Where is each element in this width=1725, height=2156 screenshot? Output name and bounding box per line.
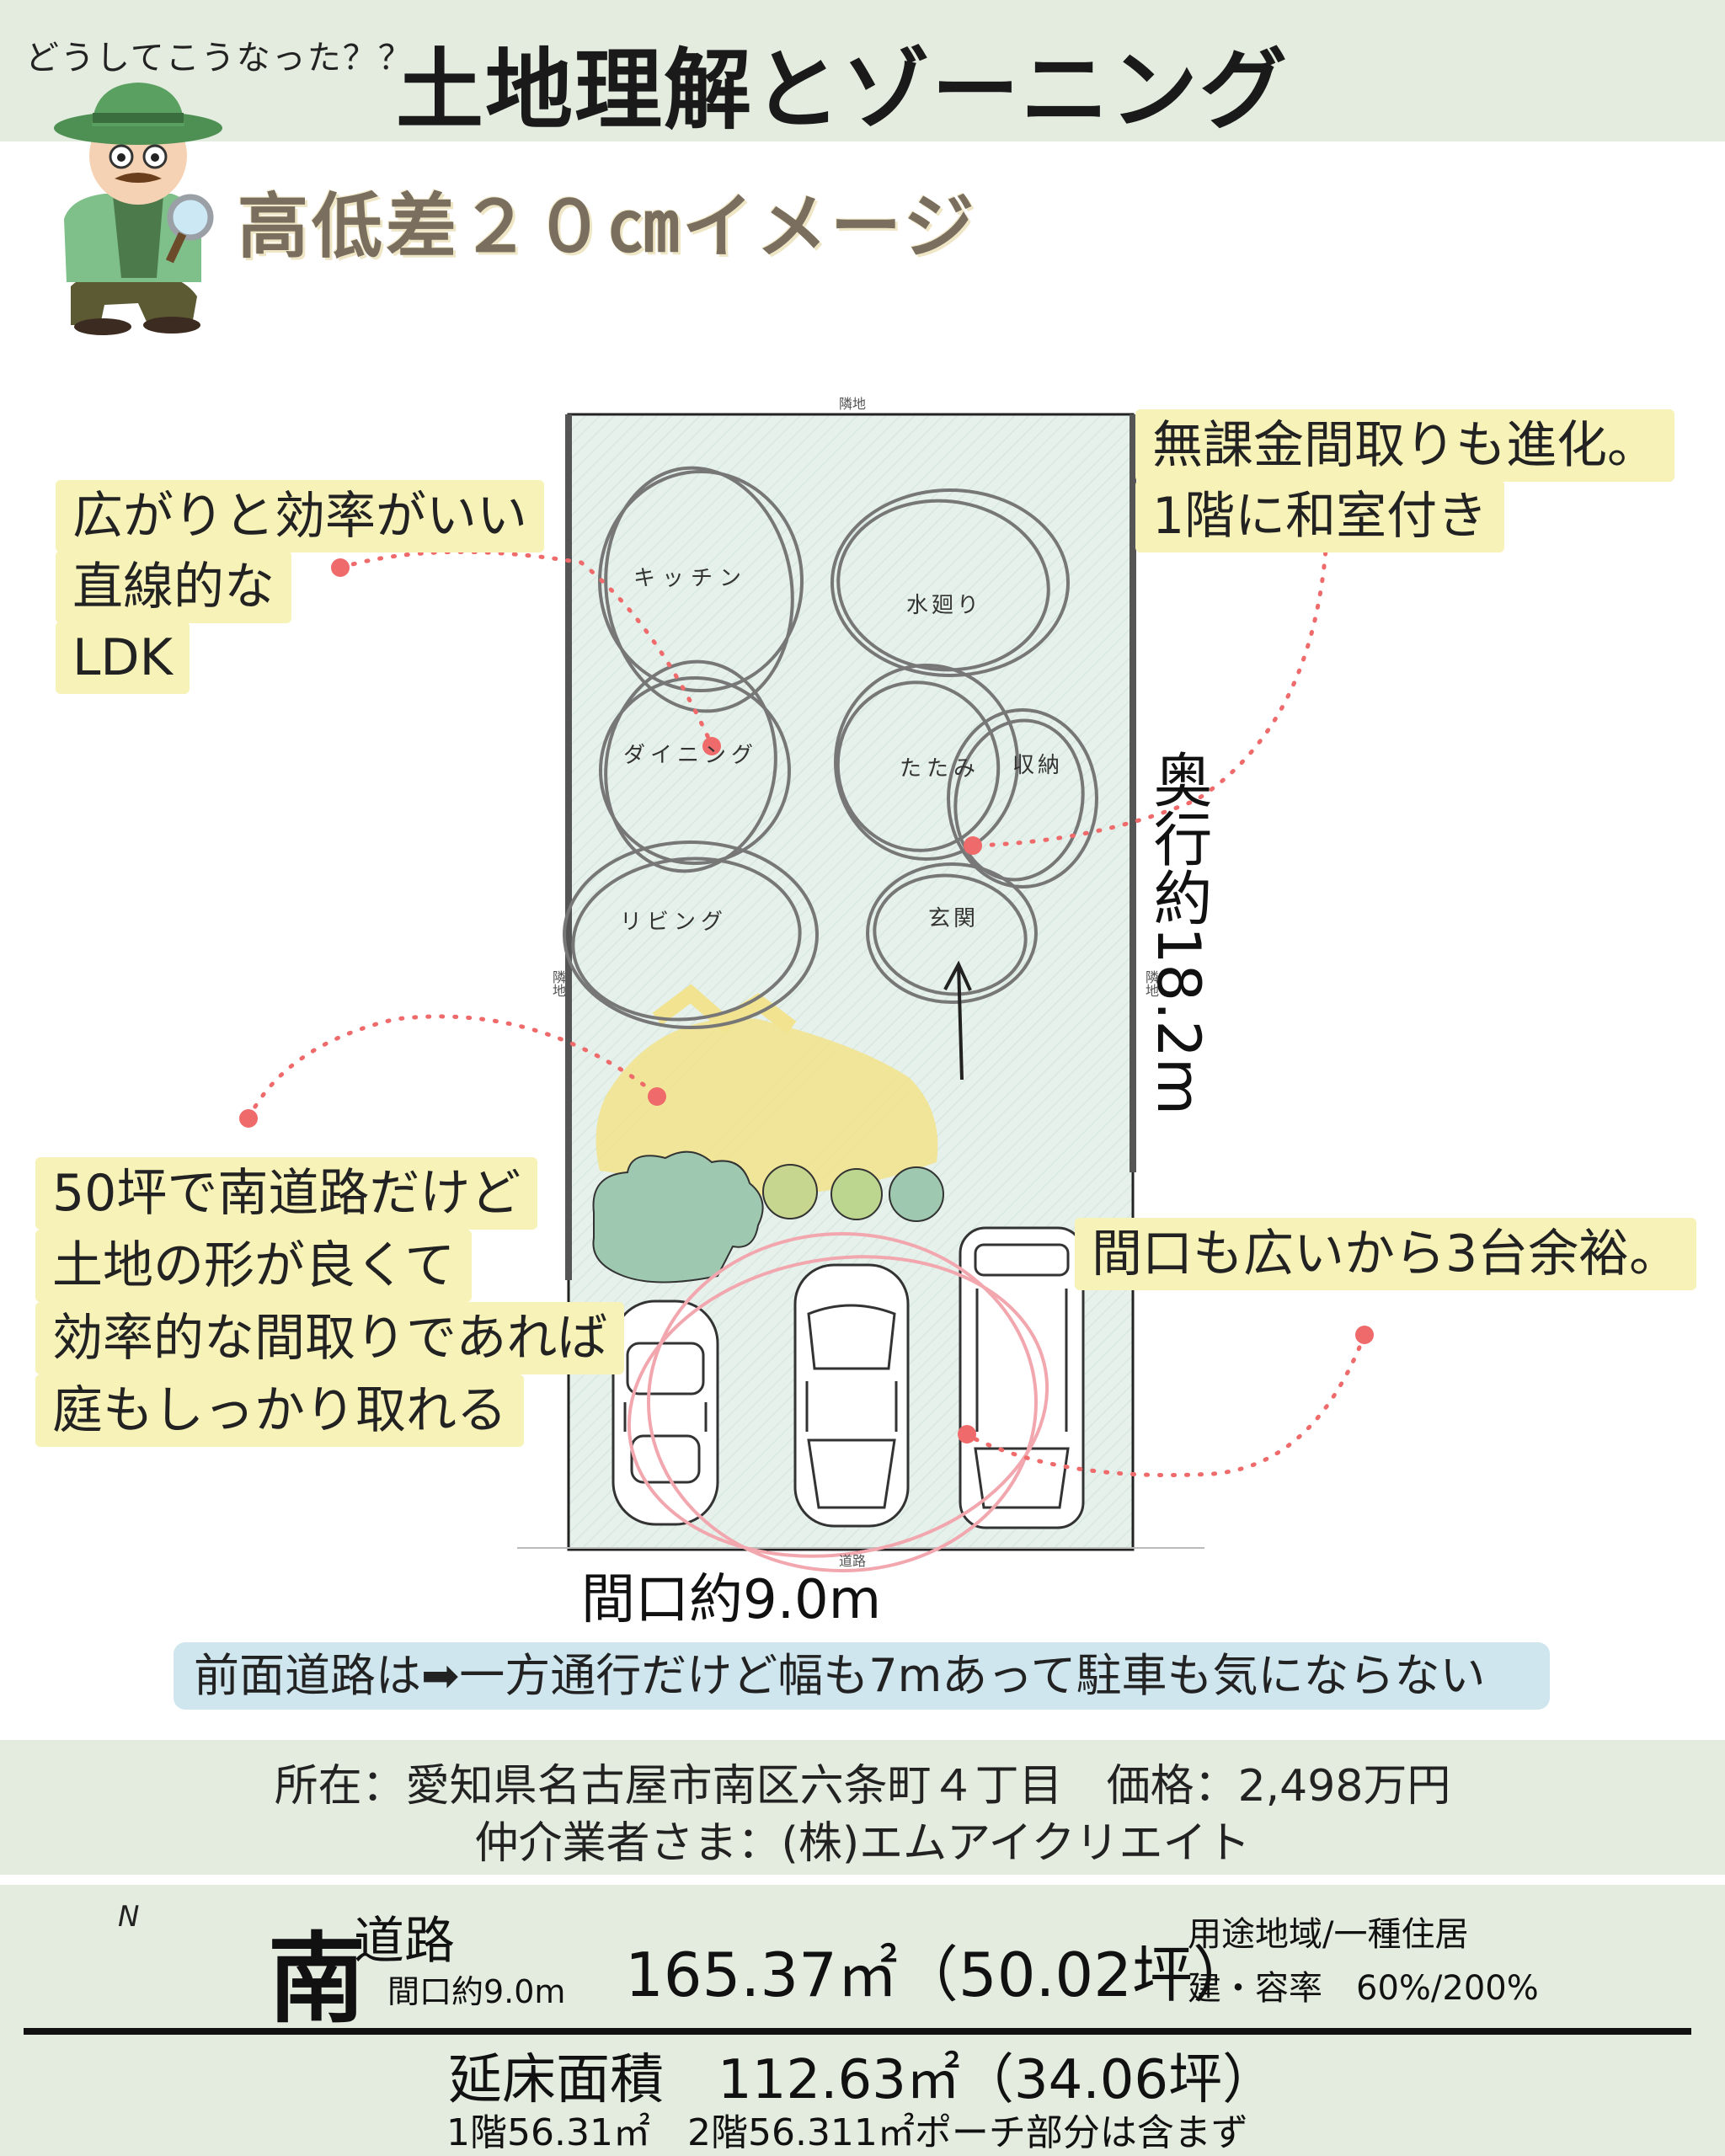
road-note: 前面道路は➡一方通行だけど幅も7mあって駐車も気にならない <box>174 1642 1550 1710</box>
callout-washitsu-line: 1階に和室付き <box>1135 480 1505 552</box>
leader-lines <box>246 536 1367 1477</box>
zone-dining <box>599 676 791 865</box>
page-title: 土地理解とゾーニング <box>396 39 1290 141</box>
car <box>959 1226 1085 1529</box>
entry-arrow <box>943 960 972 1081</box>
parking-circle <box>627 1232 1049 1572</box>
mascot-shoe <box>143 317 200 334</box>
car <box>793 1263 910 1528</box>
label-road: 道路 <box>839 1553 867 1569</box>
zone-label-living: リビング <box>620 910 729 935</box>
neighbor-wall-right <box>1130 414 1136 1172</box>
tree <box>889 1166 944 1222</box>
callout-ldk-line: 直線的な <box>56 551 291 623</box>
zone-entrance <box>866 862 1038 1004</box>
north-label: N <box>118 1900 140 1934</box>
mascot-hat-band <box>93 113 184 123</box>
callout-parking-line: 間口も広いから3台余裕。 <box>1075 1218 1697 1290</box>
callout-washitsu-line: 無課金間取りも進化。 <box>1135 409 1674 482</box>
label-top-neighbor: 隣地 <box>839 396 867 412</box>
zone-storage <box>947 708 1098 889</box>
mascot-legs <box>71 270 197 325</box>
info-band <box>0 1740 1725 1875</box>
road-word: 道路 <box>354 1912 455 1971</box>
building-ratio: 建・容率 60%/200% <box>1188 1969 1539 2008</box>
callout-garden-line: 効率的な間取りであれば <box>35 1302 625 1374</box>
zone-sketches <box>563 466 1098 1081</box>
zone-label-kitchen: キッチン <box>633 566 749 591</box>
zone-label-entrance: 玄関 <box>928 906 980 931</box>
mascot-vest <box>113 195 163 278</box>
zone-label-dining: ダイニング <box>623 743 759 768</box>
width-dimension: 間口約9.0m <box>581 1569 882 1631</box>
zoning: 用途地域/一種住居 <box>1188 1915 1469 1954</box>
header-caption: どうしてこうなった？？ <box>25 39 414 77</box>
mascot-mustache <box>115 173 162 183</box>
tree <box>592 1150 764 1283</box>
label-right-neighbor: 隣地 <box>1143 970 1159 997</box>
road-frontage: 間口約9.0m <box>387 1973 566 2010</box>
callout-garden-line: 庭もしっかり取れる <box>35 1374 524 1447</box>
callout-ldk-line: LDK <box>56 622 190 694</box>
location-price: 所在：愛知県名古屋市南区六条町４丁目 価格：2,498万円 <box>274 1761 1451 1812</box>
mascot-shoe <box>74 318 131 335</box>
zone-living <box>563 841 819 1029</box>
floor-detail: 1階56.31㎡ 2階56.311㎡ポーチ部分は含まず <box>446 2111 1248 2154</box>
divider <box>24 2028 1691 2035</box>
callout-ldk-line: 広がりと効率がいい <box>56 480 544 552</box>
zone-label-storage: 収納 <box>1012 753 1064 778</box>
agent: 仲介業者さま：(株)エムアイクリエイト <box>474 1818 1251 1869</box>
tree <box>762 1164 818 1219</box>
callout-garden-line: 土地の形が良くて <box>35 1230 473 1302</box>
neighbor-wall-left <box>565 414 572 1280</box>
depth-dimension: 奥行約18.2m <box>1144 750 1213 1116</box>
header-band <box>0 0 1725 141</box>
detective-illustration <box>54 83 222 335</box>
zone-water <box>830 488 1070 677</box>
label-left-neighbor: 隣地 <box>550 970 566 997</box>
callout-garden-line: 50坪で南道路だけど <box>35 1157 538 1230</box>
zone-tatami <box>834 664 1019 861</box>
trees <box>592 1150 944 1283</box>
magnifier-icon <box>167 194 214 241</box>
road-direction: 南 <box>268 1923 366 2036</box>
tree <box>830 1168 883 1220</box>
floor-area: 延床面積 112.63㎡（34.06坪） <box>448 2049 1277 2111</box>
leader-dots <box>239 558 1374 1444</box>
summary-band <box>0 1885 1725 2156</box>
land-area: 165.37㎡（50.02坪） <box>625 1940 1254 2010</box>
zone-label-tatami: たたみ <box>900 756 981 782</box>
zone-label-water: 水廻り <box>906 593 983 618</box>
subtitle: 高低差２０㎝イメージ <box>238 185 978 268</box>
